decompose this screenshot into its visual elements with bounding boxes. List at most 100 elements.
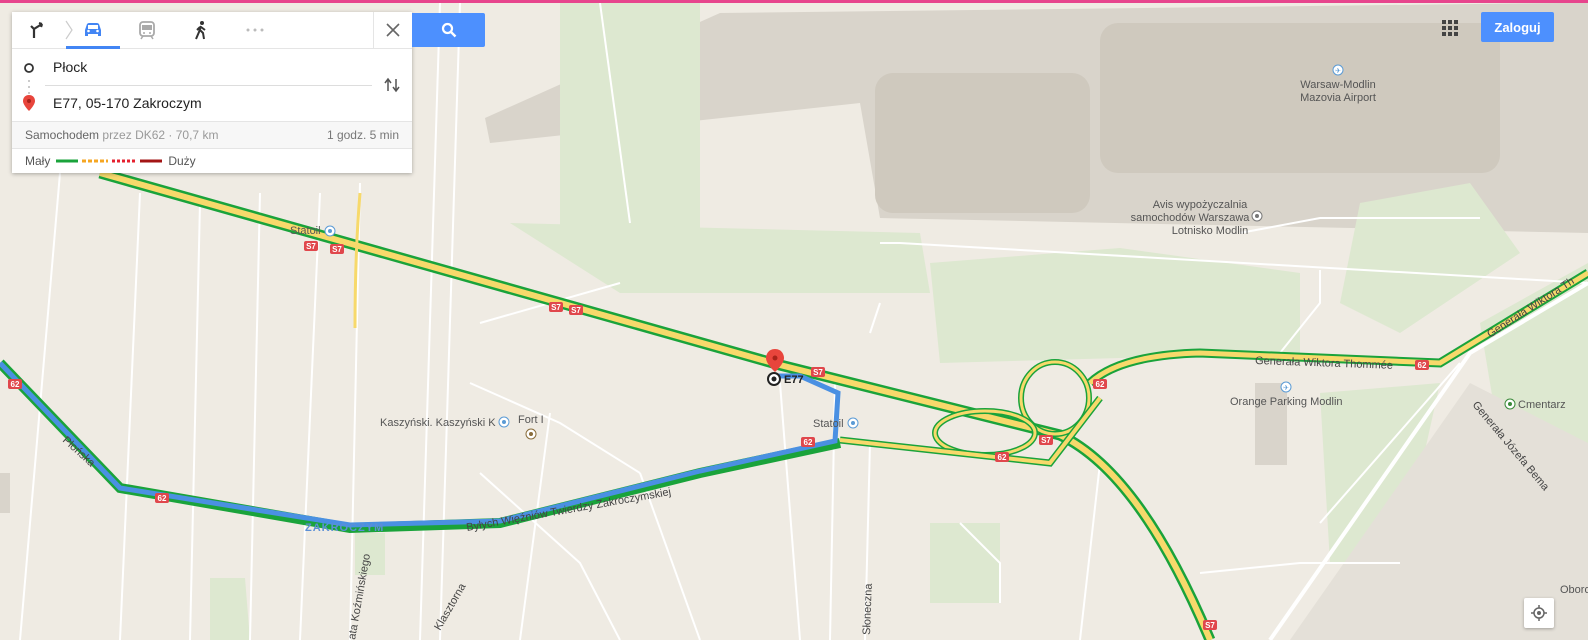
svg-text:62: 62 — [998, 453, 1007, 462]
directions-panel: Samochodem przez DK62 · 70,7 km 1 godz. … — [12, 12, 412, 173]
label-klasztorna: Klasztorna — [432, 581, 469, 633]
svg-text:62: 62 — [158, 494, 167, 503]
destination-input[interactable] — [51, 94, 365, 112]
origin-row — [12, 49, 372, 85]
parking-airport-icon[interactable]: ✈ — [1280, 381, 1292, 393]
traffic-legend-lines — [56, 159, 163, 163]
svg-text:S7: S7 — [1041, 436, 1051, 445]
green-area-2 — [510, 223, 930, 293]
label-statoil-1: Statoil — [290, 225, 321, 237]
fort-icon[interactable] — [525, 428, 537, 440]
label-cmentarz: Cmentarz — [1518, 399, 1566, 411]
label-thommee: Generała Wiktora Thommée — [1255, 355, 1393, 372]
statoil-icon-2[interactable] — [847, 417, 859, 429]
destination-pin-icon — [23, 95, 35, 111]
statoil-icon-1[interactable] — [324, 225, 336, 237]
label-sloneczna: Słoneczna — [861, 582, 875, 635]
green-area-7 — [930, 523, 1000, 603]
shield-s7-7: S7 — [1203, 620, 1217, 630]
mode-chevron — [64, 19, 73, 41]
green-area-9 — [355, 533, 385, 575]
minor-yellow-road — [353, 192, 362, 329]
label-airport-1: Warsaw-Modlin — [1300, 79, 1375, 91]
interchange — [839, 269, 1588, 467]
building-1 — [1255, 383, 1287, 465]
label-wiezniow: Byłych Więźniów Twierdzy Zakroczymskiej — [465, 486, 672, 534]
svg-text:S7: S7 — [306, 242, 316, 251]
urban-area — [1290, 383, 1588, 640]
label-oboro: Oboro — [1560, 584, 1588, 596]
shield-s7-5: S7 — [811, 367, 825, 377]
shield-s7-4: S7 — [569, 305, 583, 315]
svg-text:S7: S7 — [551, 303, 561, 312]
login-button[interactable]: Zaloguj — [1481, 12, 1554, 42]
search-button[interactable] — [412, 13, 485, 47]
map-canvas[interactable]: S7 S7 S7 S7 S7 S7 S7 62 62 62 62 62 62 ✈… — [0, 3, 1588, 640]
shield-s7-6: S7 — [1039, 435, 1053, 445]
route-summary[interactable]: Samochodem przez DK62 · 70,7 km 1 godz. … — [12, 121, 412, 148]
svg-text:S7: S7 — [1205, 621, 1215, 630]
car-mode-button[interactable] — [66, 12, 120, 49]
more-icon — [246, 28, 264, 32]
road-bema — [1268, 281, 1588, 640]
svg-text:S7: S7 — [332, 245, 342, 254]
cemetery-icon[interactable] — [1504, 398, 1516, 410]
green-area-4 — [1340, 183, 1520, 333]
shield-62-1: 62 — [8, 379, 22, 389]
label-avis-1: Avis wypożyczalnia — [1153, 199, 1248, 211]
car-icon — [85, 23, 101, 36]
avis-icon[interactable] — [1251, 210, 1263, 222]
label-airport-2: Mazovia Airport — [1300, 92, 1376, 104]
shield-62-4: 62 — [995, 452, 1009, 462]
svg-text:S7: S7 — [813, 368, 823, 377]
kaszynski-icon[interactable] — [498, 416, 510, 428]
top-accent-bar — [0, 0, 1588, 3]
traffic-low-label: Mały — [25, 154, 51, 168]
label-statoil-2: Statoil — [813, 418, 844, 430]
swap-waypoints-button[interactable] — [380, 73, 404, 97]
shield-62-6: 62 — [1415, 360, 1429, 370]
green-area-8 — [210, 578, 250, 640]
label-avis-3: Lotnisko Modlin — [1172, 225, 1248, 237]
close-directions-button[interactable] — [373, 12, 412, 48]
origin-circle-icon — [24, 63, 34, 73]
svg-text:✈: ✈ — [1335, 68, 1341, 75]
destination-marker[interactable] — [766, 349, 784, 386]
svg-text:62: 62 — [11, 380, 20, 389]
more-modes-button[interactable] — [228, 12, 282, 48]
origin-input[interactable] — [51, 58, 365, 76]
label-fort: Fort I — [518, 414, 544, 426]
runway-1 — [875, 73, 1090, 213]
apps-button[interactable] — [1436, 14, 1464, 42]
shield-s7-3: S7 — [549, 302, 563, 312]
shield-62-5: 62 — [1093, 379, 1107, 389]
route-duration: 1 godz. 5 min — [326, 128, 399, 142]
label-avis-2: samochodów Warszawa — [1131, 212, 1251, 224]
route-via: przez DK62 · 70,7 km — [102, 128, 219, 142]
shield-s7-2: S7 — [330, 244, 344, 254]
swap-icon — [384, 77, 400, 93]
green-area-3 — [930, 248, 1300, 363]
directions-icon — [30, 21, 44, 38]
svg-text:✈: ✈ — [1283, 385, 1289, 392]
transit-mode-button[interactable] — [120, 12, 174, 48]
my-location-button[interactable] — [1524, 598, 1554, 628]
waypoint-inputs — [12, 49, 412, 121]
label-orange-parking: Orange Parking Modlin — [1230, 396, 1343, 408]
label-kaszynski: Kaszyński. Kaszyński K — [380, 417, 496, 429]
travel-mode-bar — [12, 12, 412, 49]
airport-icon[interactable]: ✈ — [1332, 64, 1344, 76]
waypoint-divider — [45, 85, 372, 86]
label-e77: E77 — [784, 374, 804, 386]
shield-s7-1: S7 — [304, 241, 318, 251]
destination-row — [12, 85, 372, 121]
green-area-1 — [560, 3, 700, 238]
svg-text:62: 62 — [1418, 361, 1427, 370]
directions-mode-button[interactable] — [12, 12, 66, 48]
shield-62-3: 62 — [801, 437, 815, 447]
label-zakroczym: ZAKROCZYM — [305, 522, 384, 534]
runway-2 — [1100, 23, 1500, 173]
shield-62-2: 62 — [155, 493, 169, 503]
svg-text:S7: S7 — [571, 306, 581, 315]
walk-mode-button[interactable] — [174, 12, 228, 48]
